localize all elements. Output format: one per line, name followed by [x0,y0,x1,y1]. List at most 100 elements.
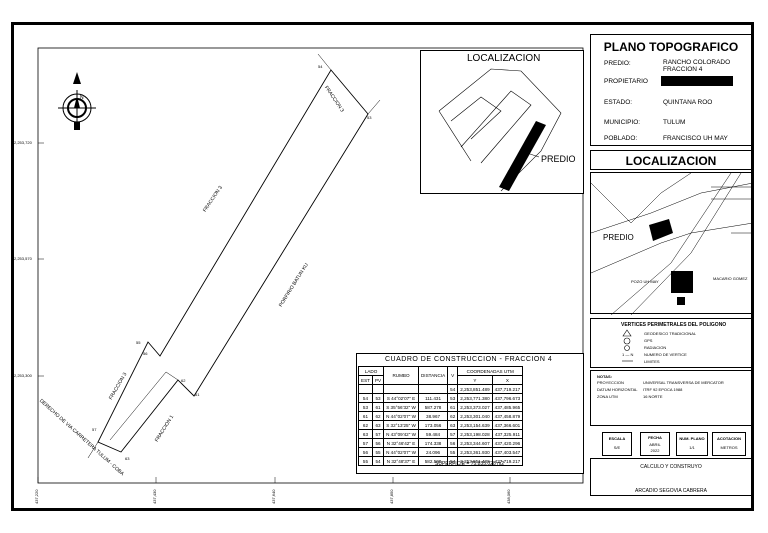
vertex-62: 62 [181,378,186,383]
cell-distancia: 587.278 [417,402,449,412]
north-arrow-icon [58,72,96,130]
cell-rumbo: N 32°46'42" E [383,438,419,448]
escala-label: ESCALA [608,436,626,441]
cell-x: 437,719.217 [491,456,524,466]
geodesico-icon [622,329,632,337]
fecha-value-1: ABRIL [649,442,661,447]
cell-v: 54 [447,384,459,394]
x-coord-1: 437,220 [34,489,39,504]
cell-v: 54 [447,456,459,466]
map-pozo-label: POZO UH MAY [631,279,659,284]
localizacion-header: LOCALIZACION [590,150,752,170]
y-coord-2: 2,253,570 [14,256,32,261]
title-block: PLANO TOPOGRAFICO PREDIO: RANCHO COLORAD… [590,34,752,146]
cell-distancia: 111.431 [417,393,449,403]
num-plano-cell: NUM. PLANO 1/1 [676,432,708,456]
cell-x: 437,403.547 [491,447,524,457]
col-v: V [447,366,459,385]
predio-value-1: RANCHO COLORADO [663,59,731,66]
propietario-label: PROPIETARIO [604,78,648,85]
vertex-symbol: 1 — N [622,352,634,357]
cell-y: 2,253,851.489 [457,456,493,466]
cell-rumbo: S 35°56'32" W [383,402,419,412]
legend: VERTICES PERIMETRALES DEL POLIGONO 1 — N… [590,318,752,368]
notes-title: NOTAS: [597,374,613,379]
escala-cell: ESCALA S/E [602,432,632,456]
municipio-label: MUNICIPIO: [604,119,641,126]
notes-row-3-value: 16 NORTE [643,394,663,399]
col-y: Y [457,375,493,385]
cell-x: 437,325.911 [491,429,524,439]
col-rumbo: RUMBO [383,366,419,385]
vertex-54: 54 [318,64,323,69]
inset-map [438,68,562,192]
col-est: EST [358,375,373,385]
cell-est: 57 [358,438,373,448]
cell-v: 63 [447,420,459,430]
cell-pv: 62 [371,411,385,421]
cell-y: 2,253,851.489 [457,384,493,394]
location-map-drawing [591,173,753,315]
cell-y: 2,253,154.639 [457,420,493,430]
cell-v: 61 [447,402,459,412]
legend-title: VERTICES PERIMETRALES DEL POLIGONO [621,322,727,328]
cell-est: 63 [358,429,373,439]
fecha-cell: FECHA ABRIL 2022 [640,432,670,456]
plan-border [37,47,584,484]
cell-est: 54 [358,393,373,403]
cell-est: 53 [358,402,373,412]
col-pv: PV [371,375,385,385]
legend-item-5: LIMITES [644,359,660,364]
cell-x: 437,719.217 [491,384,524,394]
cell-rumbo [383,384,419,394]
cell-distancia: 38.967 [417,411,449,421]
map-predio-label: PREDIO [603,233,634,242]
owner-redaction [661,76,733,86]
credits-box: CALCULO Y CONSTRUYO ARCADIO SEGOVIA CABR… [590,458,752,496]
notes-row-2-label: DATUM HORIZONTAL [597,387,638,392]
estado-label: ESTADO: [604,99,633,106]
cell-est: 61 [358,411,373,421]
cell-distancia: 59.484 [417,429,449,439]
x-coord-4: 437,850 [389,489,394,504]
inset-title: LOCALIZACION [467,53,541,64]
col-distancia: DISTANCIA [417,366,449,385]
vertex-63: 63 [125,456,130,461]
cell-pv: 55 [371,447,385,457]
cell-rumbo: N 32°48'37" E [383,456,419,466]
legend-item-2: GPS [644,338,653,343]
notes-row-2-value: ITRF 92 EPOCA 1988 [643,387,683,392]
cell-distancia [417,384,449,394]
cell-v: 57 [447,429,459,439]
cell-rumbo: N 43°09'42" W [383,429,419,439]
cell-v: 56 [447,438,459,448]
notes-row-1-value: UNIVERSAL TRANSVERSA DE MERCATOR [643,380,724,385]
num-plano-value: 1/1 [689,445,695,450]
cell-x: 437,485.965 [491,402,524,412]
cell-est [358,384,373,394]
col-x: X [491,375,524,385]
cell-y: 2,253,198.028 [457,429,493,439]
cell-pv: 56 [371,438,385,448]
north-label: N [80,95,84,101]
cell-est: 62 [358,420,373,430]
location-map: PREDIO POZO UH MAY MACARIO GOMEZ [590,172,753,315]
superficie: SUPERFICIE = 75,835.028 m2 [435,461,505,467]
cell-pv: 53 [371,393,385,403]
x-coord-2: 437,430 [152,489,157,504]
cell-x: 437,420.296 [491,438,524,448]
construction-table-title: CUADRO DE CONSTRUCCION - FRACCION 4 [385,356,553,363]
cell-v: 55 [447,447,459,457]
cell-pv: 63 [371,420,385,430]
legend-item-1: GEODESICO TRADICIONAL [644,331,697,336]
cell-rumbo: S 44°02'07" E [383,393,419,403]
inset-predio-label: PREDIO [541,154,576,164]
cell-rumbo: S 32°13'25" W [383,420,419,430]
municipio-value: TULUM [663,119,686,126]
radiacion-icon [624,345,630,351]
author-name: ARCADIO SEGOVIA CABRERA [635,488,707,494]
